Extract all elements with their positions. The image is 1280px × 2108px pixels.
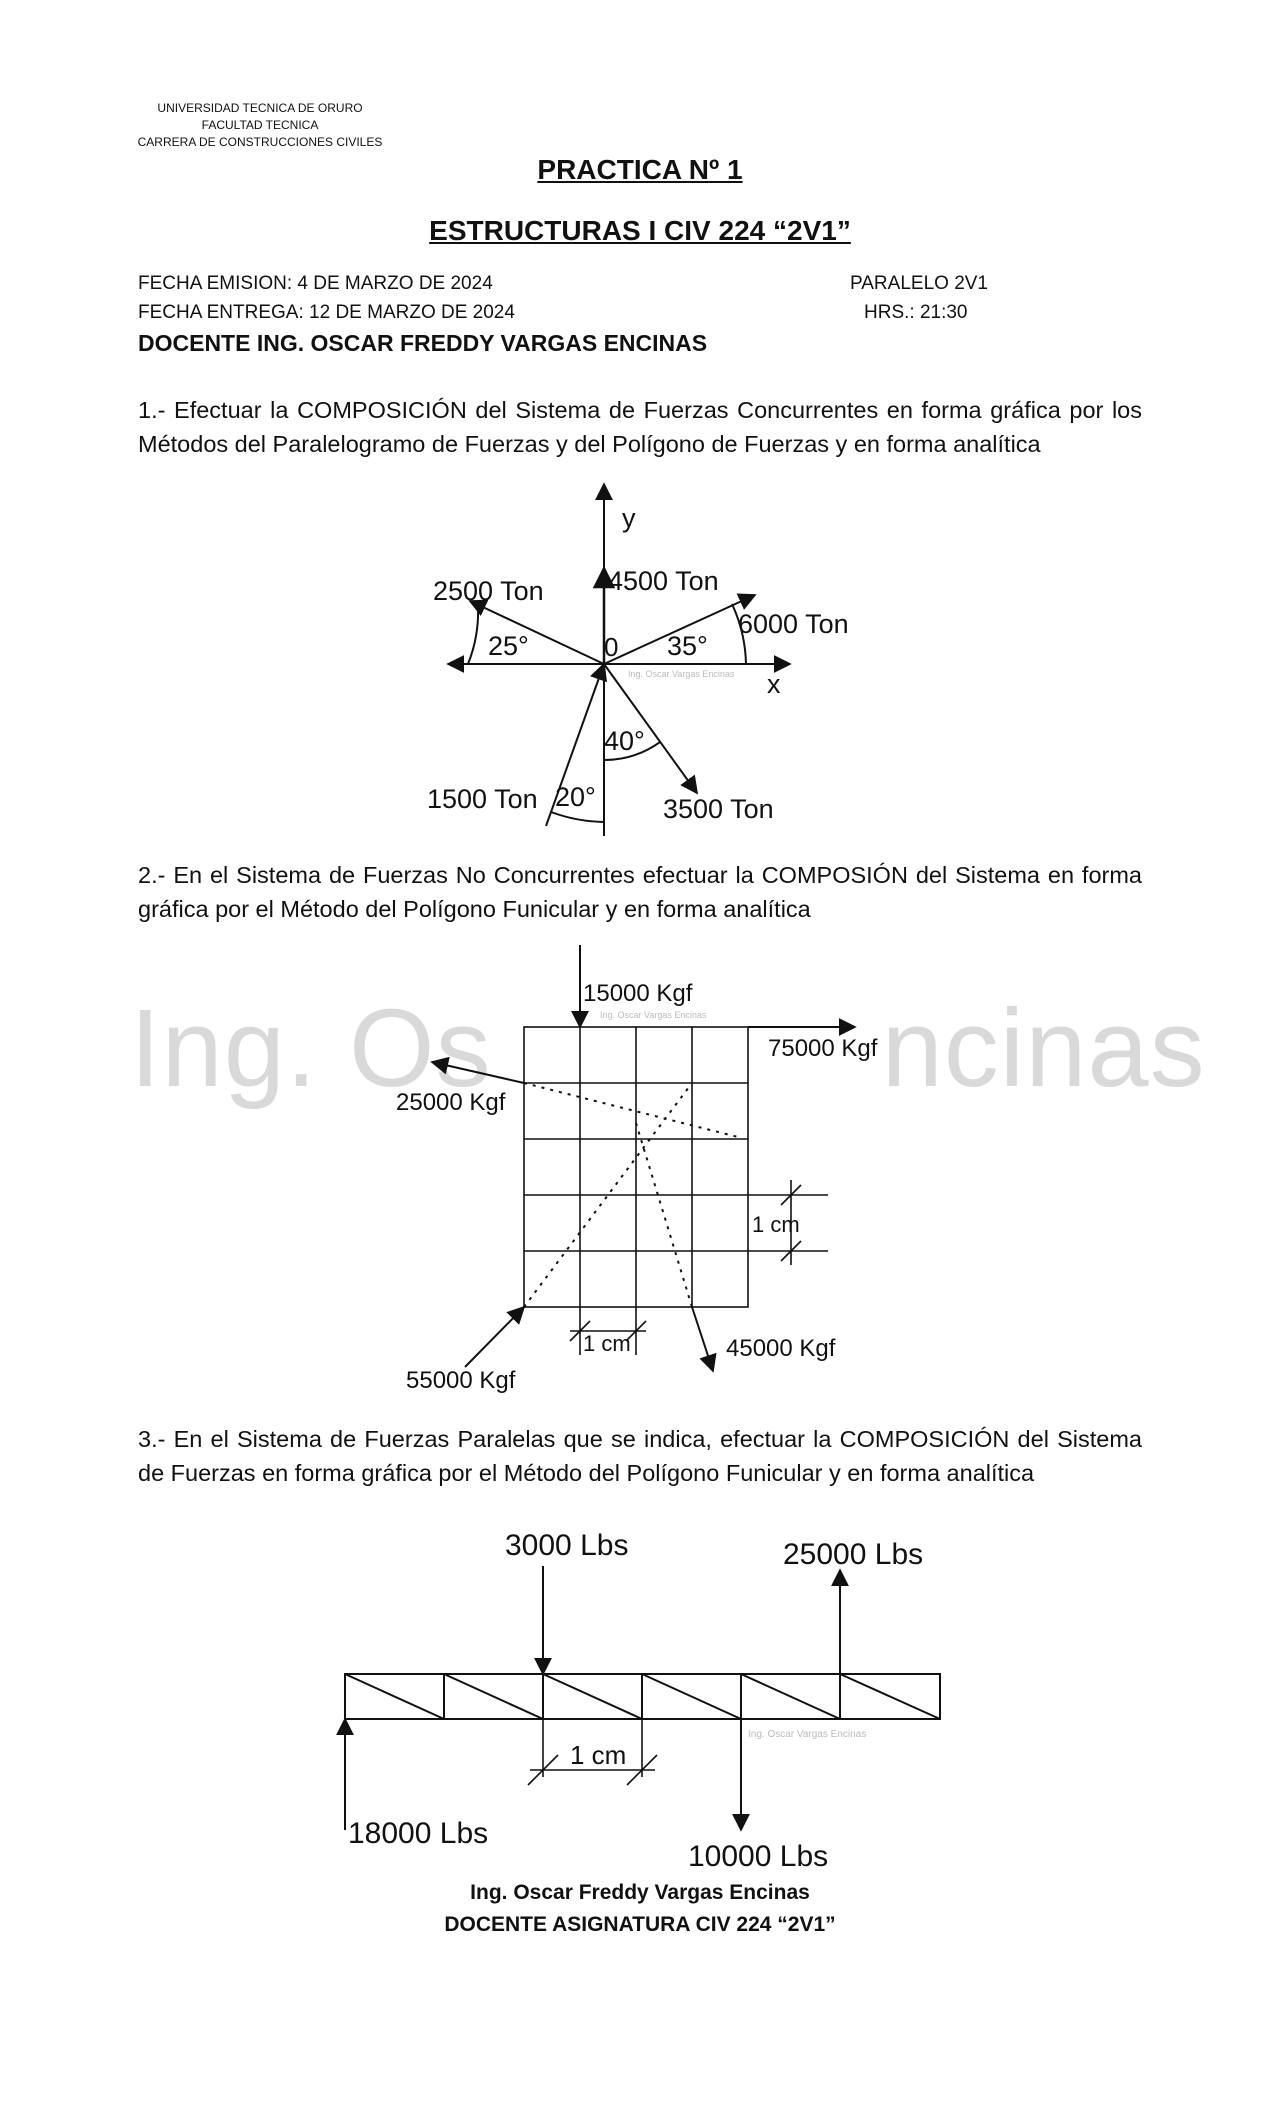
force-label-18000: 18000 Lbs <box>348 1817 488 1850</box>
institution-career: CARRERA DE CONSTRUCCIONES CIVILES <box>137 135 383 149</box>
force-label-45000: 45000 Kgf <box>726 1335 836 1362</box>
angle-arc-20 <box>550 811 605 823</box>
small-watermark-3: Ing. Oscar Vargas Encinas <box>748 1729 866 1740</box>
force-label-1500: 1500 Ton <box>427 784 538 814</box>
small-watermark-1: Ing. Oscar Vargas Encinas <box>628 669 735 679</box>
institution-university: UNIVERSIDAD TECNICA DE ORURO <box>157 101 363 115</box>
force-label-4500: 4500 Ton <box>608 566 719 596</box>
force-label-15000: 15000 Kgf <box>583 980 693 1007</box>
angle-arc-35 <box>731 603 747 665</box>
problem3-dimension <box>527 1719 658 1786</box>
watermark: Ing. Os ncinas <box>130 985 1206 1112</box>
fecha-emision: FECHA EMISION: 4 DE MARZO DE 2024 <box>138 273 493 294</box>
problem3-labels: 3000 Lbs 25000 Lbs 18000 Lbs 10000 Lbs 1… <box>348 1529 923 1873</box>
watermark-right: ncinas <box>881 987 1206 1110</box>
signature-name: Ing. Oscar Freddy Vargas Encinas <box>470 1881 810 1904</box>
scale-label: 1 cm <box>570 1740 626 1770</box>
problem3-forces <box>336 1566 849 1832</box>
problem2-dimensions <box>569 1180 828 1355</box>
angle-arc-40 <box>603 741 661 762</box>
hrs: HRS.: 21:30 <box>864 302 968 323</box>
force-label-55000: 55000 Kgf <box>406 1367 516 1394</box>
force-55000-arrow <box>464 1305 526 1368</box>
force-label-10000: 10000 Lbs <box>688 1840 828 1873</box>
angle-label-40: 40° <box>604 726 645 756</box>
origin-label: 0 <box>604 632 618 662</box>
page-title: PRACTICA Nº 1 <box>537 154 743 185</box>
force-label-2500: 2500 Ton <box>433 576 544 606</box>
signature-role: DOCENTE ASIGNATURA CIV 224 “2V1” <box>444 1913 836 1936</box>
problem2-grid <box>523 1026 749 1308</box>
problem2-labels: 15000 Kgf 75000 Kgf 25000 Kgf 55000 Kgf … <box>396 980 878 1394</box>
force-label-3500: 3500 Ton <box>663 794 774 824</box>
problem1-labels: y x 0 2500 Ton 4500 Ton 6000 Ton 1500 To… <box>427 503 849 824</box>
force-label-3000: 3000 Lbs <box>505 1529 628 1562</box>
problem3-text: 3.- En el Sistema de Fuerzas Paralelas q… <box>138 1426 1142 1486</box>
problem3-truss <box>344 1673 941 1720</box>
problem2-text: 2.- En el Sistema de Fuerzas No Concurre… <box>138 862 1142 922</box>
angle-label-35: 35° <box>667 631 708 661</box>
scale-label-horizontal: 1 cm <box>583 1331 631 1356</box>
force-25000-arrow <box>430 1056 525 1084</box>
angle-arc-25 <box>467 606 480 665</box>
force-label-75000: 75000 Kgf <box>768 1035 878 1062</box>
fecha-entrega: FECHA ENTREGA: 12 DE MARZO DE 2024 <box>138 302 515 323</box>
axis-x-label: x <box>767 669 781 699</box>
force-label-25000: 25000 Lbs <box>783 1538 923 1571</box>
problem2-dotted-lines <box>523 1082 743 1308</box>
institution-block: UNIVERSIDAD TECNICA DE ORURO FACULTAD TE… <box>110 100 410 151</box>
docente: DOCENTE ING. OSCAR FREDDY VARGAS ENCINAS <box>138 330 708 356</box>
small-watermark-2: Ing. Oscar Vargas Encinas <box>600 1010 707 1020</box>
force-label-25000: 25000 Kgf <box>396 1089 506 1116</box>
scale-label-vertical: 1 cm <box>752 1212 800 1237</box>
watermark-left: Ing. Os <box>130 987 492 1110</box>
force-45000-arrow <box>691 1306 717 1373</box>
angle-label-20: 20° <box>555 782 596 812</box>
angle-label-25: 25° <box>488 631 529 661</box>
problem2-forces <box>430 945 857 1373</box>
axis-y-label: y <box>622 503 636 533</box>
paralelo: PARALELO 2V1 <box>850 273 989 294</box>
force-6000-arrow <box>603 593 757 665</box>
page-subtitle: ESTRUCTURAS I CIV 224 “2V1” <box>429 215 851 246</box>
force-1500-arrow <box>545 662 608 827</box>
force-3500-arrow <box>603 663 699 795</box>
force-2500-arrow <box>468 599 605 665</box>
problem1-text: 1.- Efectuar la COMPOSICIÓN del Sistema … <box>138 397 1142 457</box>
institution-faculty: FACULTAD TECNICA <box>201 118 319 132</box>
force-label-6000: 6000 Ton <box>738 609 849 639</box>
problem1-diagram <box>446 482 792 836</box>
